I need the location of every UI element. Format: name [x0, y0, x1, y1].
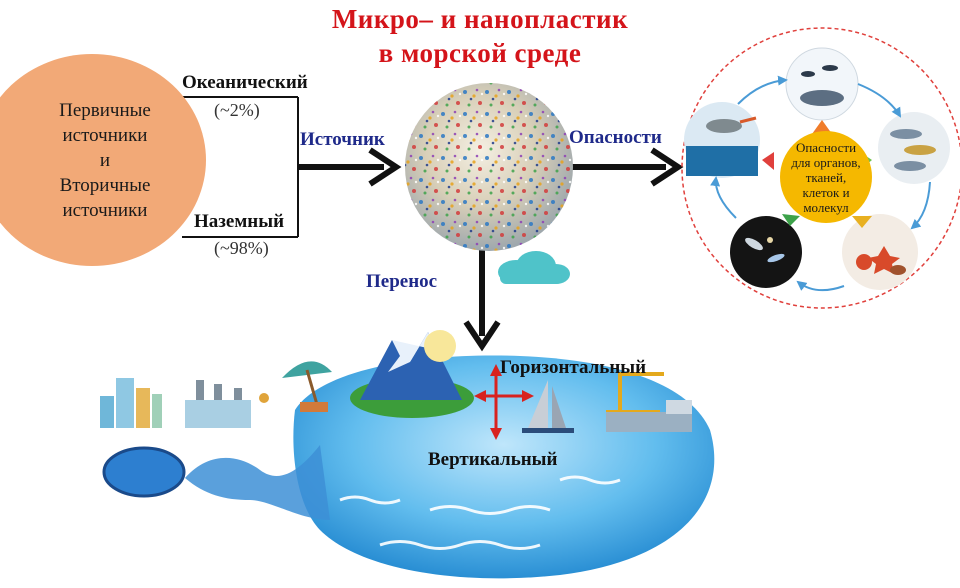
horizontal-transport-label: Горизонтальный	[500, 357, 647, 378]
vertical-transport-label: Вертикальный	[428, 449, 558, 470]
transfer-arrow	[463, 246, 501, 352]
hazard-center-badge: Опасности для органов, тканей, клеток и …	[780, 131, 872, 223]
cloud-icon	[498, 251, 570, 284]
transport-cross-arrows	[474, 364, 534, 440]
city-buildings-icon	[100, 378, 162, 428]
transfer-arrow-label: Перенос	[366, 271, 438, 292]
ocean-source-percent: (~2%)	[214, 100, 260, 120]
crab-icon	[842, 214, 918, 290]
sources-line-5: источники	[62, 199, 148, 221]
microplastic-sphere-image	[405, 83, 573, 251]
title-line-1: Микро‒ и нанопластик	[331, 4, 629, 34]
sources-line-4: Вторичные	[59, 174, 151, 196]
sources-line-1: Первичные	[59, 99, 151, 121]
sun-icon	[424, 330, 456, 362]
sources-circle-text: Первичные источники и Вторичные источник…	[33, 98, 151, 223]
plankton-icon	[730, 216, 802, 288]
whale-icon	[785, 47, 859, 121]
sources-line-2: источники	[62, 124, 148, 146]
source-arrow-label: Источник	[300, 129, 385, 150]
factory-icon	[185, 380, 269, 428]
hazard-line-2: для органов,	[791, 154, 861, 170]
river-icon	[185, 445, 330, 520]
hazard-line-4: клеток и	[802, 184, 850, 200]
sailboat-icon	[522, 380, 574, 433]
lake-icon	[102, 446, 186, 498]
source-arrow	[298, 147, 402, 187]
hazards-arrow	[570, 147, 684, 187]
hazards-ring	[681, 27, 960, 309]
diagram-title: Микро‒ и нанопластик в морской среде	[0, 2, 960, 70]
organism-cycle	[684, 47, 950, 290]
title-line-2: в морской среде	[378, 38, 582, 68]
land-source-percent: (~98%)	[214, 238, 269, 258]
hazard-line-1: Опасности	[795, 139, 857, 155]
hazards-arrow-label: Опасности	[569, 127, 662, 148]
cycle-arrows	[710, 75, 931, 292]
land-source-label: Наземный	[194, 211, 285, 232]
sources-line-3: и	[99, 149, 111, 171]
hazard-center-text: Опасности для органов, тканей, клеток и …	[791, 140, 860, 215]
harbor-crane-icon	[606, 372, 692, 432]
ocean-source-label: Океанический	[182, 72, 308, 93]
hazard-line-3: тканей,	[805, 169, 847, 185]
beach-umbrella-icon	[282, 361, 332, 412]
sources-circle: Первичные источники и Вторичные источник…	[0, 54, 206, 266]
hazard-line-5: молекул	[803, 199, 849, 215]
